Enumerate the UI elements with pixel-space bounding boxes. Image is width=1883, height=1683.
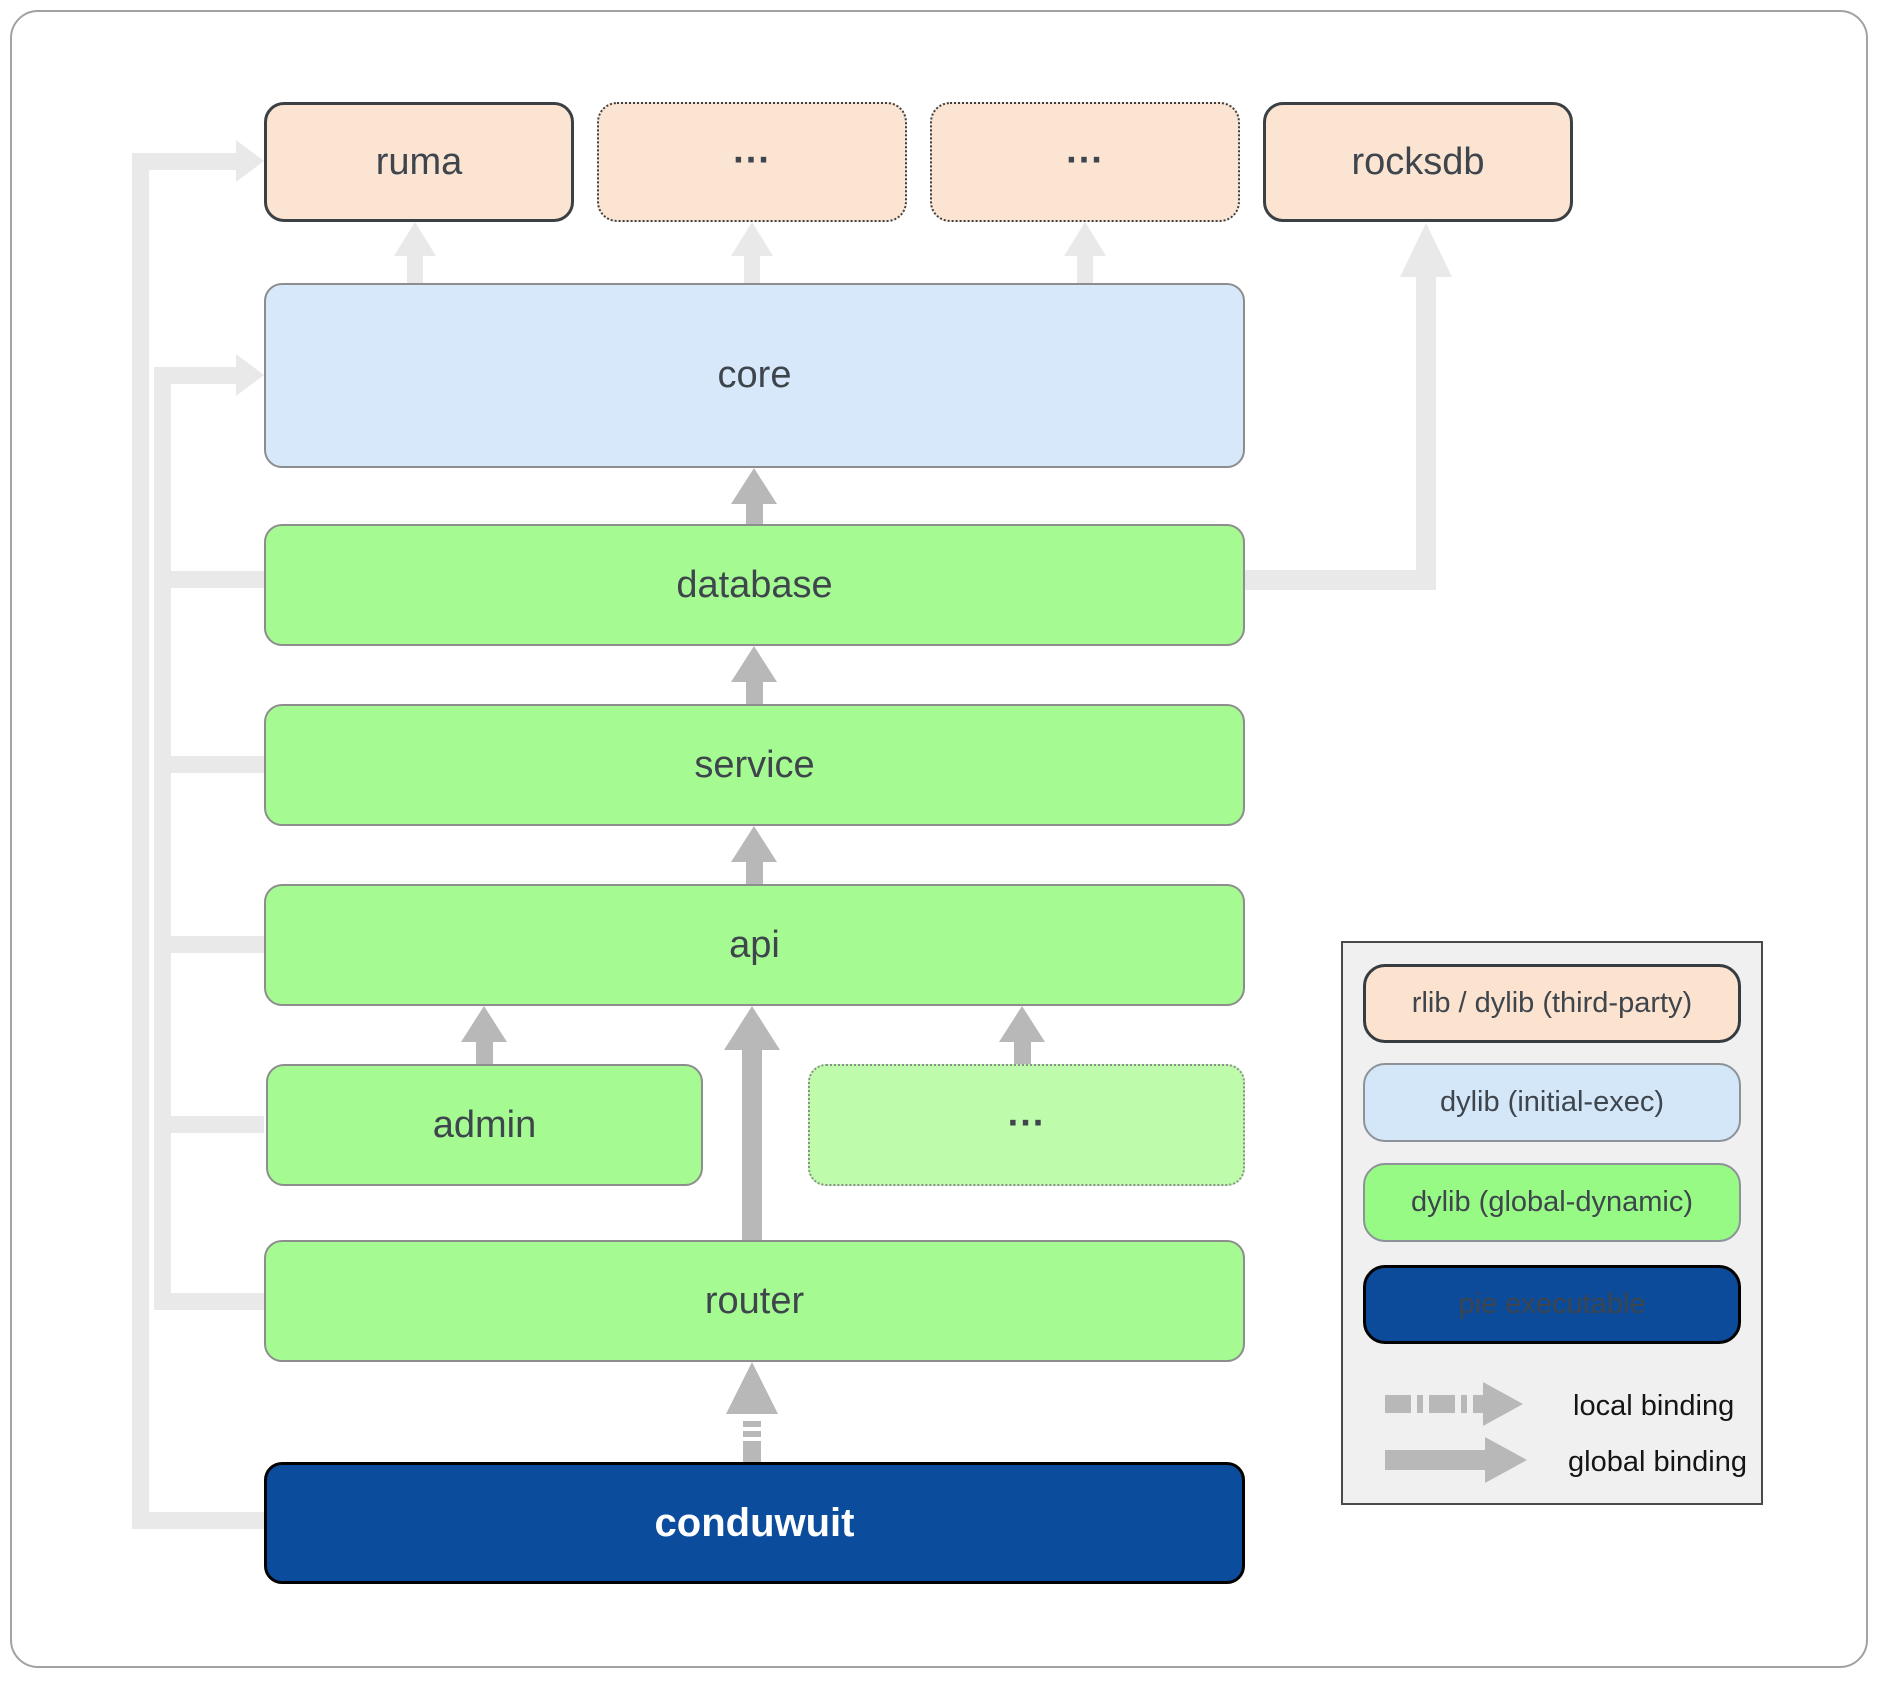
legend-item-initial-exec: dylib (initial-exec) — [1363, 1063, 1741, 1142]
legend-item-third-party: rlib / dylib (third-party) — [1363, 964, 1741, 1043]
node-service-label: service — [694, 743, 815, 786]
node-api-label: api — [729, 923, 780, 966]
node-other-modules: ... — [808, 1064, 1245, 1186]
arrow-api-service-head — [731, 826, 777, 862]
arrow-admin-api-shaft — [476, 1042, 493, 1064]
node-conduwuit: conduwuit — [264, 1462, 1245, 1584]
arrow-admin-api-head — [461, 1006, 507, 1042]
arrow-database-core-head — [731, 468, 777, 504]
arrow-database-core-shaft — [746, 504, 763, 524]
arrow-api-service-shaft — [746, 862, 763, 884]
arrow-core-ruma-shaft — [407, 256, 423, 283]
stub-admin — [171, 1116, 264, 1133]
arrow-core-ruma-head — [394, 222, 436, 256]
local-binding-arrow-head — [1483, 1382, 1523, 1426]
arrow-core-thirdparty-a-head — [731, 222, 773, 256]
arrow-router-api-shaft — [742, 1050, 762, 1240]
node-core: core — [264, 283, 1245, 468]
arrowhead-into-core — [236, 354, 264, 396]
path-database-rocksdb-horizontal — [1245, 570, 1416, 590]
arrow-core-thirdparty-b-head — [1064, 222, 1106, 256]
node-other-modules-label: ... — [1007, 1091, 1046, 1134]
diagram-frame — [10, 10, 1868, 1668]
stub-router — [171, 1293, 264, 1310]
node-core-label: core — [717, 354, 792, 396]
node-admin: admin — [266, 1064, 703, 1186]
arrowhead-into-ruma — [236, 140, 264, 182]
node-admin-label: admin — [432, 1103, 537, 1146]
trunk-to-core-arm — [154, 367, 236, 384]
local-binding-label: local binding — [1573, 1390, 1735, 1422]
node-third-party-b: ... — [930, 102, 1240, 222]
legend-item-global-dynamic: dylib (global-dynamic) — [1363, 1163, 1741, 1242]
trunk-to-ruma-vertical — [132, 153, 149, 1529]
node-ruma-label: ruma — [375, 140, 463, 183]
local-binding-arrow-shaft — [1385, 1395, 1483, 1413]
arrow-conduwuit-router-dash1 — [743, 1421, 761, 1427]
arrow-conduwuit-router-dash2 — [743, 1431, 761, 1437]
arrow-service-database-head — [731, 646, 777, 682]
legend-item-pie-executable: pie executable — [1363, 1265, 1741, 1344]
stub-service — [171, 756, 264, 773]
arrow-other-api-shaft — [1014, 1042, 1031, 1064]
node-service: service — [264, 704, 1245, 826]
arrow-other-api-head — [999, 1006, 1045, 1042]
node-ruma: ruma — [264, 102, 574, 222]
arrow-conduwuit-router-head — [726, 1362, 778, 1414]
node-rocksdb-label: rocksdb — [1351, 140, 1485, 183]
arrow-router-api-head — [724, 1006, 780, 1050]
stub-database — [171, 571, 264, 588]
global-binding-label: global binding — [1568, 1446, 1747, 1478]
node-database: database — [264, 524, 1245, 646]
legend-item-global-dynamic-label: dylib (global-dynamic) — [1410, 1186, 1694, 1218]
node-database-label: database — [676, 563, 833, 606]
trunk-conduwuit-arm — [132, 1512, 264, 1529]
node-rocksdb: rocksdb — [1263, 102, 1573, 222]
trunk-to-core-vertical — [154, 367, 171, 1310]
node-third-party-b-label: ... — [1066, 128, 1104, 171]
arrow-core-thirdparty-b-shaft — [1077, 256, 1093, 283]
node-conduwuit-label: conduwuit — [654, 1500, 855, 1545]
legend-item-initial-exec-label: dylib (initial-exec) — [1439, 1086, 1664, 1118]
node-router-label: router — [704, 1279, 805, 1322]
node-api: api — [264, 884, 1245, 1006]
arrowhead-into-rocksdb — [1400, 223, 1452, 277]
stub-api — [171, 936, 264, 953]
node-third-party-a: ... — [597, 102, 907, 222]
global-binding-arrow-shaft — [1385, 1450, 1485, 1470]
trunk-to-ruma-arm — [132, 153, 236, 170]
path-database-rocksdb-vertical — [1416, 277, 1436, 590]
legend: rlib / dylib (third-party) dylib (initia… — [1341, 941, 1763, 1505]
node-router: router — [264, 1240, 1245, 1362]
arrow-conduwuit-router-shaft — [743, 1441, 761, 1462]
node-third-party-a-label: ... — [733, 128, 771, 171]
global-binding-arrow-head — [1485, 1437, 1527, 1483]
arrow-service-database-shaft — [746, 682, 763, 704]
legend-item-pie-executable-label: pie executable — [1458, 1288, 1646, 1320]
legend-item-third-party-label: rlib / dylib (third-party) — [1411, 987, 1693, 1019]
arrow-core-thirdparty-a-shaft — [744, 256, 760, 283]
